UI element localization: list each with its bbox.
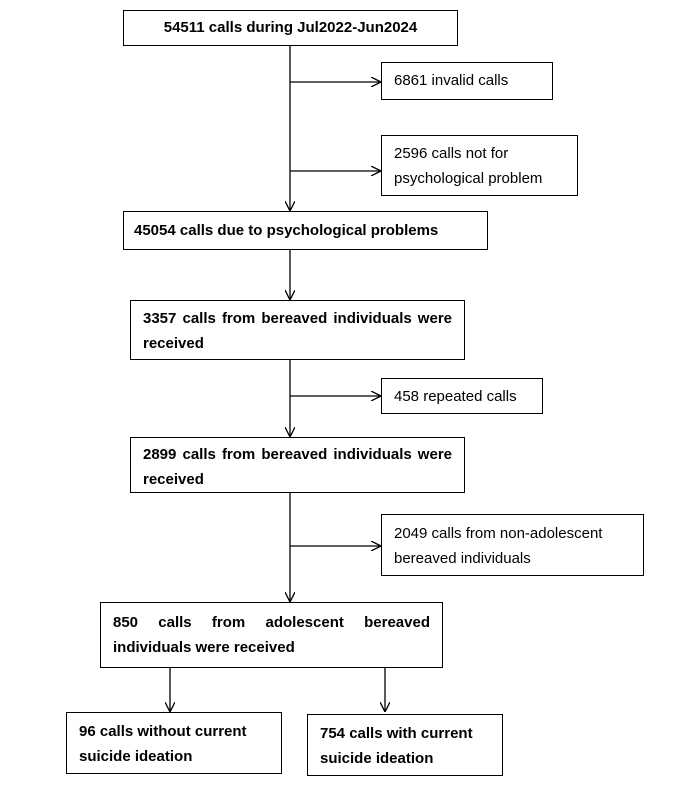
box-with-suicide-ideation: 754 calls with current suicide ideation xyxy=(307,714,503,776)
box-non-adolescent: 2049 calls from non-adolescent bereaved … xyxy=(381,514,644,576)
box-bereaved-received: 3357 calls from bereaved individuals wer… xyxy=(130,300,465,360)
box-total-calls: 54511 calls during Jul2022-Jun2024 xyxy=(123,10,458,46)
box-not-psychological: 2596 calls not for psychological problem xyxy=(381,135,578,196)
box-invalid-calls: 6861 invalid calls xyxy=(381,62,553,100)
box-bereaved-unique: 2899 calls from bereaved individuals wer… xyxy=(130,437,465,493)
box-repeated-calls: 458 repeated calls xyxy=(381,378,543,414)
box-without-suicide-ideation: 96 calls without current suicide ideatio… xyxy=(66,712,282,774)
box-psychological-problems: 45054 calls due to psychological problem… xyxy=(123,211,488,250)
box-adolescent-bereaved: 850 calls from adolescent bereaved indiv… xyxy=(100,602,443,668)
